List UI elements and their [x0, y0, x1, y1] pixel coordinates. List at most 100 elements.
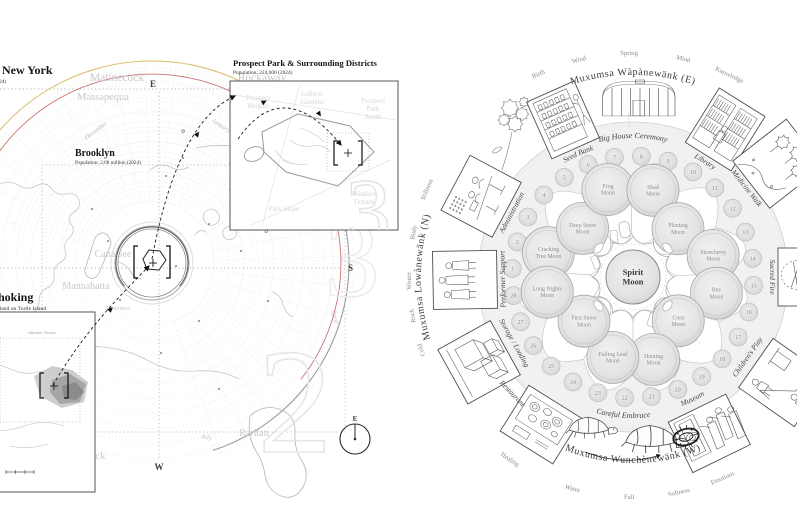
sketch-line [454, 339, 484, 369]
panel-seed-bank [526, 80, 600, 160]
month-ring [0, 111, 304, 415]
moon-circle [556, 201, 609, 255]
turtle-legs [565, 429, 606, 439]
district-label: Park Slope [269, 205, 300, 213]
sketch-circle [706, 416, 714, 423]
keyword-spring: Spring [620, 50, 638, 57]
sketch-line [673, 413, 712, 462]
sketch-line [561, 114, 568, 121]
sketch-line [467, 276, 476, 284]
month-label: December [82, 120, 109, 142]
sketch-line [541, 112, 548, 120]
sketch-line [486, 184, 506, 215]
rose-label: E [353, 415, 358, 423]
sketch-shelves [532, 88, 591, 152]
park-zoom-rect [326, 132, 370, 172]
turtle-sketch [565, 416, 618, 439]
sketch-line [445, 274, 469, 285]
sketch-line [560, 125, 567, 133]
sketch-line [545, 121, 552, 129]
embrace-arrow [584, 451, 661, 461]
sketch-circle [727, 406, 735, 413]
month-ring [0, 67, 348, 459]
sketch-circle [456, 201, 459, 204]
wreath-tick [679, 426, 682, 431]
map-point [91, 208, 93, 210]
sketch-line [763, 386, 774, 397]
keyword-body: Body [409, 224, 419, 240]
sketch-line [716, 114, 723, 123]
turtle-eye [612, 428, 615, 430]
fan-arc [61, 170, 245, 351]
sketch-trees [738, 134, 797, 190]
sketch-line [489, 349, 506, 357]
wreath-tick [685, 444, 686, 449]
sketch-line [488, 369, 509, 379]
fan-ray [0, 191, 96, 237]
fan-arc-dense [62, 171, 201, 245]
sketch-line [737, 113, 743, 121]
sketch-line [475, 193, 481, 204]
site-bracket-right [166, 245, 171, 279]
wreath-ring [672, 425, 700, 449]
wreath-inner [678, 432, 694, 442]
lenape-zoom-rect [0, 337, 81, 423]
day-circle-13 [736, 222, 755, 242]
fan-arc [3, 110, 305, 408]
sketch-circle [752, 158, 755, 162]
trajectory-site-to-inset [151, 95, 237, 260]
month-ring [74, 185, 230, 341]
sketch-line [468, 200, 479, 212]
day-number-24: 24 [570, 380, 576, 386]
day-circle-22 [615, 388, 634, 408]
moon-circle [690, 266, 743, 320]
sketch-line [699, 426, 710, 428]
moon-circle-rim [524, 269, 571, 315]
sketch-line [536, 97, 571, 113]
sketch-line [512, 424, 531, 440]
region-label: Mannahatta [62, 281, 110, 292]
sketch-circle [455, 210, 458, 213]
sketch-line [678, 418, 707, 457]
coastline-path [149, 164, 190, 171]
day-number-8: 8 [640, 154, 643, 160]
day-circle-23 [588, 383, 608, 403]
sketch-line [740, 129, 746, 137]
emphasis-arc-gray [212, 228, 350, 451]
moon-circle-rim [590, 334, 636, 381]
panel-art-seed-bank [532, 88, 591, 152]
sketch-line [719, 115, 725, 124]
sketch-line [710, 109, 716, 118]
sketch-circle [721, 125, 728, 133]
keyword-fall: Fall [624, 494, 635, 501]
day-number-3: 3 [526, 215, 529, 221]
moon-circle-rim [693, 270, 740, 316]
sketch-circle [532, 404, 538, 410]
panel-frame-performer-support [432, 249, 498, 310]
fan-arc [91, 200, 215, 323]
compass-label-south: S [348, 263, 353, 273]
sketch-line [559, 94, 566, 101]
sketch-circle [438, 277, 446, 284]
sketch-line [727, 134, 733, 143]
month-ring [15, 126, 289, 400]
coastline-path [0, 181, 80, 315]
turtle-shell [591, 235, 675, 319]
panel-label-performer-support: Performer Support [497, 250, 507, 309]
day-number-10: 10 [690, 170, 696, 176]
sketch-line [720, 102, 727, 111]
sketch-line [534, 439, 549, 450]
inset-road [261, 83, 301, 227]
keyword-winter: Winter [406, 271, 413, 290]
fan-arc-dense [72, 181, 195, 247]
fan-arc-dense [13, 121, 227, 234]
day-number-14: 14 [750, 256, 756, 262]
region-label: Canarsee [95, 249, 132, 260]
sketch-line [699, 125, 717, 137]
